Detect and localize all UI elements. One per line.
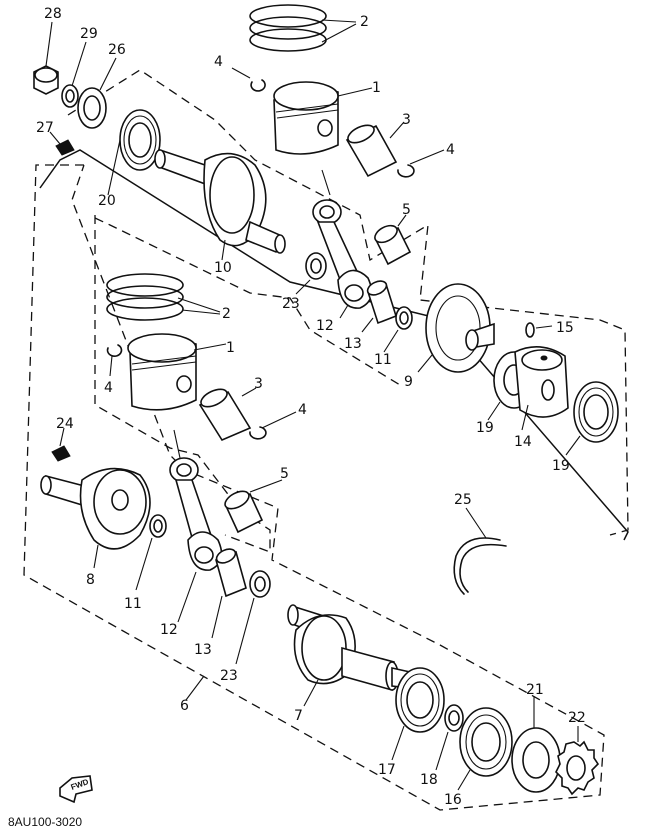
callout-11-upper: 11 [374,352,392,368]
callout-2-upper: 2 [360,14,369,30]
upper-crank-frame [67,69,629,536]
thrust-washer-23-lower [235,570,271,665]
piston-rings-upper [249,4,357,52]
callout-18: 18 [420,772,438,788]
oil-seal-26 [77,57,117,129]
connecting-rod-upper [312,169,373,319]
piston-pin-lower [198,387,257,442]
piston-pin-clip-upper-left [231,67,266,92]
callout-10: 10 [214,260,232,276]
piston-pin-upper [345,121,405,178]
callout-4-upper-right: 4 [446,142,455,158]
callout-6: 6 [180,698,189,714]
piston-pin-clip-upper-right [397,149,445,178]
callout-14: 14 [514,434,532,450]
callout-27: 27 [36,120,54,136]
callout-labels: 28 29 26 27 20 2 4 1 3 4 5 10 23 12 13 1… [36,6,586,808]
piston-pin-clip-lower-right [249,411,297,440]
washer-18 [435,704,464,771]
callout-16: 16 [444,792,462,808]
nut-28 [33,21,59,95]
callout-12-upper: 12 [316,318,334,334]
sprocket-22 [555,726,600,796]
callout-4-upper-left: 4 [214,54,223,70]
small-end-bearing-lower [224,479,283,534]
woodruff-key-24 [51,427,71,462]
bearing-20 [107,109,161,196]
callout-9: 9 [404,374,413,390]
callout-3-upper: 3 [402,112,411,128]
woodruff-key-27 [49,131,75,156]
drawing-code: 8AU100-3020 [8,815,82,829]
callout-4-lower-left: 4 [104,380,113,396]
callout-15: 15 [556,320,574,336]
callout-1-upper: 1 [372,80,381,96]
piston-lower [127,333,227,411]
callout-19-right: 19 [552,458,570,474]
callout-23-upper: 23 [282,296,300,312]
lower-piston-frame [94,215,271,553]
callout-8: 8 [86,572,95,588]
callout-17: 17 [378,762,396,778]
piston-pin-clip-lower-left [106,344,123,377]
callout-11-lower: 11 [124,596,142,612]
callout-29: 29 [80,26,98,42]
oil-seal-21 [511,696,561,793]
callout-13-upper: 13 [344,336,362,352]
piston-upper [273,81,373,155]
washer-11-upper [383,306,413,353]
crank-wheel-9 [417,283,495,373]
fwd-direction-icon: FWD [59,775,93,804]
big-end-bearing-13-upper [361,280,397,333]
crankshaft-assembly-frame [23,164,605,811]
callout-26: 26 [108,42,126,58]
callout-12-lower: 12 [160,622,178,638]
bearing-17 [391,667,445,761]
crankshaft-half-10 [154,148,286,261]
callout-13-lower: 13 [194,642,212,658]
callout-7: 7 [294,708,303,724]
callout-25: 25 [454,492,472,508]
big-end-bearing-13-lower [211,548,247,639]
small-end-bearing-upper [374,214,412,266]
callout-5-lower: 5 [280,466,289,482]
callout-3-lower: 3 [254,376,263,392]
callout-5-upper: 5 [402,202,411,218]
washer-11-lower [135,514,167,591]
group-frames [23,69,629,811]
thrust-washer-23-upper [295,252,327,295]
callout-20: 20 [98,193,116,209]
washer-29 [61,41,87,108]
piston-rings-lower [106,273,221,321]
center-housing-14 [514,346,569,431]
circlip-25 [453,507,507,595]
callout-28: 28 [44,6,62,22]
connecting-rod-lower [169,429,223,623]
callout-23-lower: 23 [220,668,238,684]
callout-4-lower-right: 4 [298,402,307,418]
callout-19-left: 19 [476,420,494,436]
callout-21: 21 [526,682,544,698]
callout-22: 22 [568,710,586,726]
pin-15 [525,322,553,338]
crankshaft-7 [287,604,411,707]
callout-24: 24 [56,416,74,432]
lower-cylinder-group-frame [39,149,629,541]
bearing-16 [457,707,513,791]
callout-2-lower: 2 [222,306,231,322]
crankshaft-half-8 [40,467,151,569]
callout-1-lower: 1 [226,340,235,356]
bearing-19-right [565,381,619,456]
